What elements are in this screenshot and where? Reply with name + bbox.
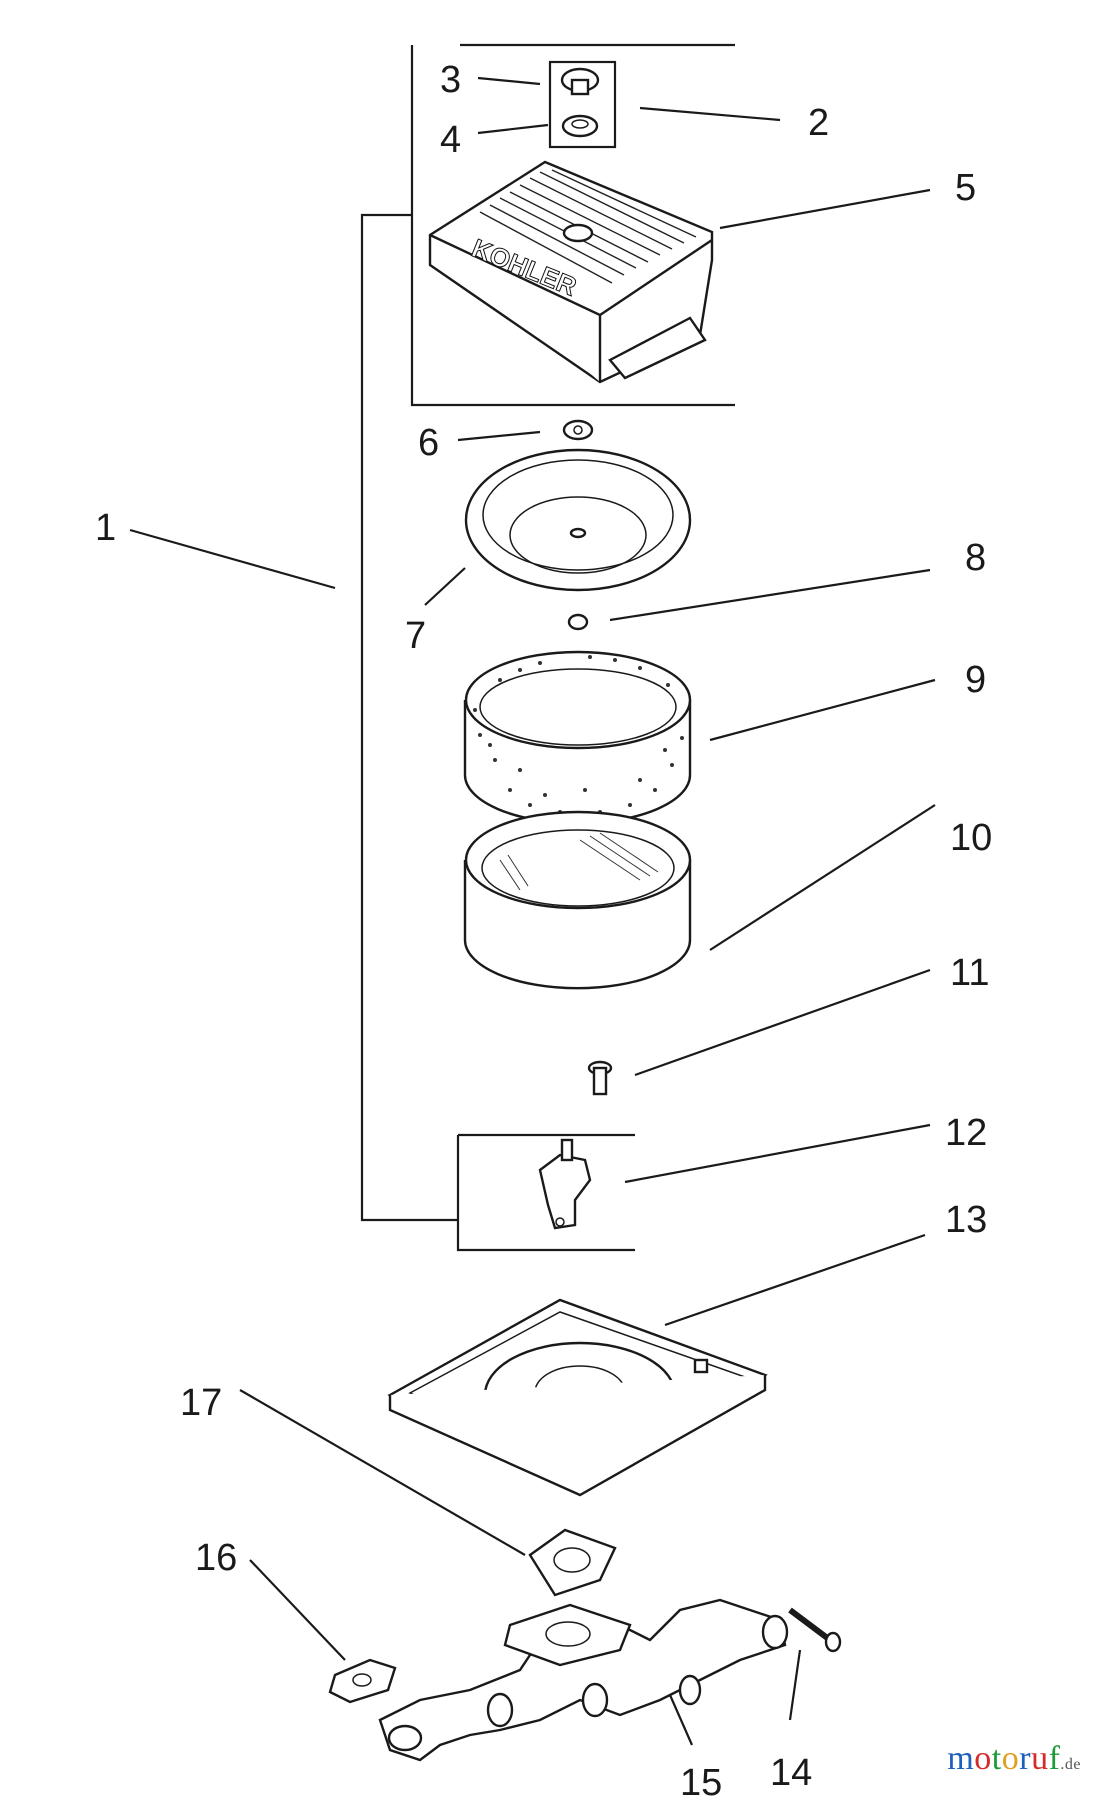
screw xyxy=(788,1607,842,1653)
leader-lines xyxy=(129,76,936,1746)
small-nut xyxy=(567,613,589,631)
watermark-letter: o xyxy=(1001,1740,1020,1777)
wing-nut xyxy=(562,419,594,441)
callout-5: 5 xyxy=(955,167,976,209)
stud-bolt xyxy=(587,1060,613,1096)
callout-2: 2 xyxy=(808,102,829,144)
elbow-gasket xyxy=(328,1658,397,1704)
callout-16: 16 xyxy=(195,1537,237,1579)
mounting-bracket xyxy=(538,1138,592,1230)
callout-13: 13 xyxy=(945,1199,987,1241)
watermark-letter: m xyxy=(947,1740,975,1777)
callout-6: 6 xyxy=(418,422,439,464)
watermark-letter: f xyxy=(1048,1740,1061,1777)
callout-1: 1 xyxy=(95,507,116,549)
callout-3: 3 xyxy=(440,59,461,101)
callout-9: 9 xyxy=(965,659,986,701)
callout-8: 8 xyxy=(965,537,986,579)
watermark-letter: t xyxy=(991,1740,1002,1777)
assembly-bracket xyxy=(360,43,735,1252)
watermark-letter: o xyxy=(974,1740,992,1777)
callout-10: 10 xyxy=(950,817,992,859)
cover-plate xyxy=(464,448,692,592)
callout-12: 12 xyxy=(945,1112,987,1154)
paper-element-ring xyxy=(463,810,692,990)
callout-labels: 1 2 3 4 5 6 7 8 9 10 11 12 13 14 15 16 1… xyxy=(95,59,992,1800)
watermark-suffix: .de xyxy=(1060,1756,1081,1773)
callout-4: 4 xyxy=(440,119,461,161)
site-watermark: motoruf.de xyxy=(947,1740,1081,1778)
callout-17: 17 xyxy=(180,1382,222,1424)
seal-washer xyxy=(561,114,599,138)
air-cleaner-cover: KOHLER xyxy=(428,160,714,384)
base-gasket xyxy=(528,1528,617,1597)
callout-7: 7 xyxy=(405,615,426,657)
callout-11: 11 xyxy=(950,952,989,994)
wing-knob xyxy=(560,67,600,96)
air-cleaner-base xyxy=(387,1298,768,1497)
watermark-letter: r xyxy=(1019,1740,1032,1777)
intake-elbow xyxy=(378,1598,789,1762)
callout-15: 15 xyxy=(680,1762,722,1800)
watermark-letter: u xyxy=(1031,1740,1049,1777)
callout-14: 14 xyxy=(770,1752,812,1794)
watermark-letters: motoruf xyxy=(947,1740,1060,1777)
precleaner-ring xyxy=(463,650,692,825)
